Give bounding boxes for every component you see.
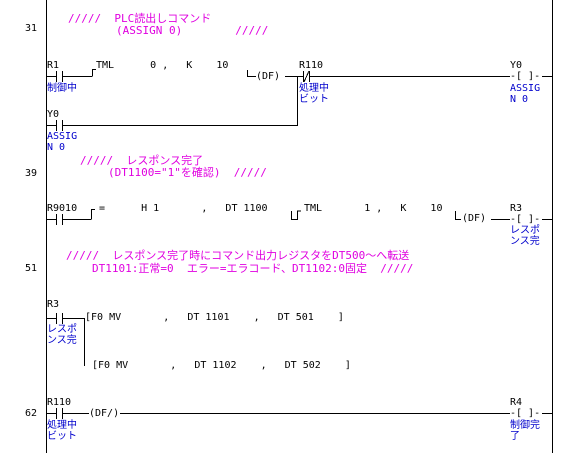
tml-instruction-2[interactable]: TML 1 , K 10 <box>304 203 443 214</box>
contact-r110-address[interactable]: R110 <box>47 397 72 408</box>
contact-r110-nc-label2: ビット <box>299 94 329 105</box>
rung-comment-31-line2: (ASSIGN 0) ///// <box>116 24 269 37</box>
contact-r110-nc-address[interactable]: R110 <box>299 60 324 71</box>
step-number-31: 31 <box>25 23 38 34</box>
df-instruction[interactable]: (DF) <box>256 71 281 82</box>
contact-r3-address[interactable]: R3 <box>47 299 60 310</box>
coil-r3-label2: ンス完 <box>510 236 540 247</box>
coil-y0-address[interactable]: Y0 <box>510 60 523 71</box>
mv-instruction-2[interactable]: [F0 MV , DT 1102 , DT 502 ] <box>92 360 351 371</box>
mv-instruction-1[interactable]: [F0 MV , DT 1101 , DT 501 ] <box>85 312 344 323</box>
contact-y0-label2: N 0 <box>47 142 66 153</box>
rung-comment-39-line2: (DT1100="1"を確認) ///// <box>108 166 267 179</box>
coil-y0-symbol[interactable]: -[ ]- <box>510 71 541 82</box>
df-pulse-edge-2 <box>455 211 461 220</box>
tml-pulse-edge <box>92 69 96 77</box>
contact-r1-label: 制御中 <box>47 83 77 94</box>
step-number-51: 51 <box>25 263 38 274</box>
contact-r3-label1: レスポ <box>47 324 77 335</box>
rung-comment-51-line1: ///// レスポンス完了時にコマンド出力レジスタをDT500～へ転送 <box>66 249 410 262</box>
coil-y0-label2: N 0 <box>510 94 529 105</box>
step-number-62: 62 <box>25 408 38 419</box>
contact-r110-label1: 処理中 <box>47 420 77 431</box>
df-pulse-edge <box>247 70 256 77</box>
contact-y0-address[interactable]: Y0 <box>47 109 60 120</box>
tml-pulse-edge-2 <box>291 210 301 220</box>
contact-y0-label1: ASSIG <box>47 131 78 142</box>
tml-instruction[interactable]: TML 0 , K 10 <box>96 60 229 71</box>
coil-r3-address[interactable]: R3 <box>510 203 523 214</box>
contact-r9010-address[interactable]: R9010 <box>47 203 78 214</box>
df-instruction-2[interactable]: (DF) <box>462 213 487 224</box>
r110-nc-slash <box>303 70 310 83</box>
contact-r1-address[interactable]: R1 <box>47 60 60 71</box>
rung-comment-51-line2: DT1101:正常=0 エラー=エラコード、DT1102:0固定 ///// <box>92 262 414 275</box>
df-falling-instruction[interactable]: (DF/) <box>89 408 120 419</box>
rung-comment-39-line1: ///// レスポンス完了 <box>80 154 204 167</box>
contact-r3-label2: ンス完 <box>47 335 77 346</box>
rung-comment-31-line1: ///// PLC読出しコマンド <box>68 12 212 25</box>
coil-r4-label2: 了 <box>510 431 520 442</box>
coil-y0-label1: ASSIG <box>510 83 541 94</box>
coil-r4-address[interactable]: R4 <box>510 397 523 408</box>
contact-r110-nc-label1: 処理中 <box>299 83 329 94</box>
contact-r110-label2: ビット <box>47 431 77 442</box>
compare-bracket <box>91 209 95 220</box>
compare-instruction[interactable]: = H 1 , DT 1100 <box>99 203 268 214</box>
coil-r3-symbol[interactable]: -[ ]- <box>510 214 541 225</box>
coil-r3-label1: レスポ <box>510 225 540 236</box>
step-number-39: 39 <box>25 168 38 179</box>
coil-r4-label1: 制御完 <box>510 420 540 431</box>
coil-r4-symbol[interactable]: -[ ]- <box>510 408 541 419</box>
